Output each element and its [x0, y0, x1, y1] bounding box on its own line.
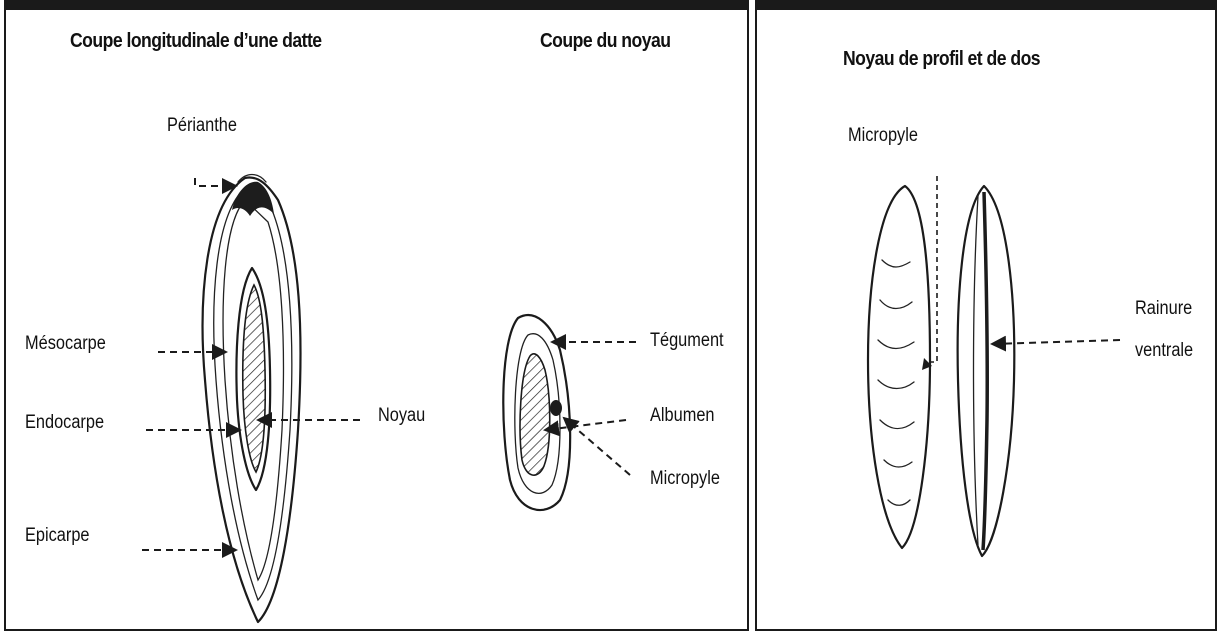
- label-noyau: Noyau: [378, 405, 425, 427]
- seed-back-drawing: [958, 186, 1015, 556]
- profile-wrinkle: [878, 340, 914, 349]
- seed-profile-outline: [868, 186, 930, 548]
- micropyle-right-leader: [930, 176, 937, 362]
- profile-wrinkle: [884, 460, 912, 467]
- profile-wrinkle: [882, 260, 910, 267]
- albumen-leader: [545, 420, 626, 430]
- profile-wrinkle: [880, 420, 914, 429]
- label-micropyle-right: Micropyle: [848, 125, 918, 147]
- title-coupe-noyau: Coupe du noyau: [540, 30, 670, 53]
- profile-wrinkle: [888, 500, 910, 505]
- label-tegument: Tégument: [650, 330, 724, 352]
- seed-profile-drawing: [868, 186, 932, 548]
- label-rainure: Rainure: [1135, 298, 1192, 320]
- label-perianthe: Périanthe: [167, 115, 237, 137]
- profile-wrinkle: [878, 380, 914, 389]
- label-epicarpe: Epicarpe: [25, 525, 90, 547]
- perianthe-leader: [195, 178, 236, 186]
- rainure-leader: [992, 340, 1120, 344]
- title-coupe-datte: Coupe longitudinale d’une datte: [70, 30, 322, 53]
- micropyle-leader: [564, 418, 630, 475]
- micropyle-dot: [550, 400, 562, 416]
- noyau-hatched: [243, 285, 265, 472]
- albumen-hatched: [520, 354, 550, 475]
- label-micropyle: Micropyle: [650, 468, 720, 490]
- label-ventrale: ventrale: [1135, 340, 1193, 362]
- title-noyau-profil-dos: Noyau de profil et de dos: [843, 48, 1040, 71]
- back-edge: [974, 196, 979, 545]
- label-albumen: Albumen: [650, 405, 715, 427]
- date-section-drawing: [203, 175, 301, 623]
- rainure-ventrale-line: [983, 192, 987, 550]
- label-endocarpe: Endocarpe: [25, 412, 104, 434]
- noyau-section-drawing: [503, 315, 570, 510]
- label-mesocarpe: Mésocarpe: [25, 333, 106, 355]
- profile-wrinkle: [880, 300, 912, 309]
